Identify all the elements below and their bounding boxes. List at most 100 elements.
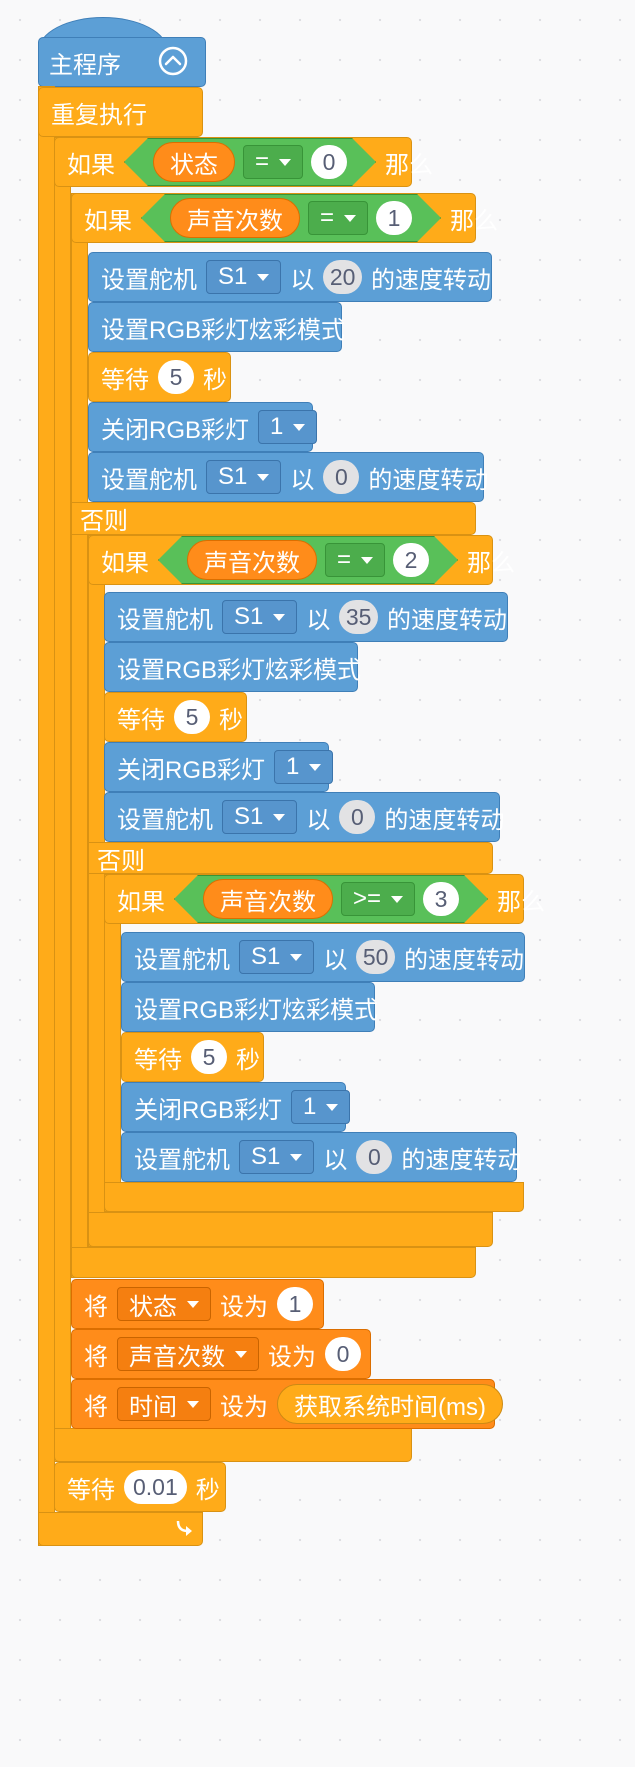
chevron-down-icon	[361, 557, 373, 564]
servo-dropdown[interactable]: S1	[239, 940, 315, 974]
set-var-time[interactable]: 将 时间 设为 获取系统时间(ms)	[71, 1379, 503, 1429]
speed-value[interactable]: 50	[356, 940, 395, 974]
if4-value[interactable]: 3	[423, 882, 459, 916]
b3-stop-servo[interactable]: 设置舵机 S1 以 0 的速度转动	[121, 1132, 521, 1182]
chevron-down-icon	[257, 473, 270, 481]
b3-set-servo[interactable]: 设置舵机 S1 以 50 的速度转动	[121, 932, 525, 982]
forever-block[interactable]: 重复执行	[38, 87, 203, 137]
if3-else-arm: 否则	[88, 842, 493, 875]
if3-block[interactable]: 如果 声音次数 = 2 那么	[88, 535, 515, 585]
forever-left-bar	[38, 86, 55, 1546]
rgb-index-dropdown[interactable]: 1	[258, 410, 318, 444]
chevron-down-icon	[187, 1300, 199, 1308]
collapse-icon[interactable]	[158, 46, 188, 76]
if1-left-bar	[54, 137, 71, 1462]
if3-condition[interactable]: 声音次数 = 2	[158, 536, 458, 584]
speed-value[interactable]: 35	[339, 600, 378, 634]
servo-dropdown[interactable]: S1	[239, 1140, 315, 1174]
main-program-label: 主程序	[49, 51, 121, 79]
if1-if-label: 如果	[67, 151, 115, 179]
chevron-down-icon	[187, 1400, 199, 1408]
chevron-down-icon	[391, 896, 403, 903]
if3-bottom-arm	[88, 1212, 493, 1247]
speed-value[interactable]: 0	[323, 460, 360, 494]
get-system-time-reporter[interactable]: 获取系统时间(ms)	[277, 1384, 503, 1424]
chevron-down-icon	[344, 215, 356, 222]
if2-condition[interactable]: 声音次数 = 1	[141, 194, 441, 242]
b2-close-rgb[interactable]: 关闭RGB彩灯 1	[104, 742, 334, 792]
wait-value[interactable]: 5	[174, 700, 210, 734]
chevron-down-icon	[293, 423, 306, 431]
wait-value[interactable]: 5	[158, 360, 194, 394]
if2-block[interactable]: 如果 声音次数 = 1 那么	[71, 193, 498, 243]
rgb-index-dropdown[interactable]: 1	[291, 1090, 351, 1124]
if1-block[interactable]: 如果 状态 = 0 那么	[54, 137, 433, 187]
if2-value[interactable]: 1	[376, 201, 412, 235]
servo-dropdown[interactable]: S1	[222, 800, 298, 834]
speed-value[interactable]: 0	[339, 800, 376, 834]
if3-operator-dropdown[interactable]: =	[325, 543, 385, 577]
set-value[interactable]: 1	[277, 1287, 313, 1321]
variable-dropdown[interactable]: 声音次数	[117, 1337, 259, 1371]
if1-bottom-arm	[54, 1428, 412, 1462]
if3-left-bar	[88, 535, 105, 1247]
if2-else-label: 否则	[80, 508, 128, 535]
if2-variable[interactable]: 声音次数	[170, 198, 300, 238]
b3-wait[interactable]: 等待 5 秒	[121, 1032, 264, 1082]
final-wait[interactable]: 等待 0.01 秒	[54, 1462, 226, 1512]
if4-then-label: 那么	[497, 888, 546, 916]
if1-variable[interactable]: 状态	[153, 142, 235, 182]
if1-condition[interactable]: 状态 = 0	[124, 138, 376, 186]
rgb-index-dropdown[interactable]: 1	[274, 750, 334, 784]
chevron-down-icon	[273, 613, 286, 621]
b1-set-servo[interactable]: 设置舵机 S1 以 20 的速度转动	[88, 252, 492, 302]
b3-rgb-colorful[interactable]: 设置RGB彩灯炫彩模式	[121, 982, 378, 1032]
b2-rgb-colorful[interactable]: 设置RGB彩灯炫彩模式	[104, 642, 361, 692]
servo-dropdown[interactable]: S1	[206, 460, 282, 494]
set-var-sound-count[interactable]: 将 声音次数 设为 0	[71, 1329, 371, 1379]
if2-if-label: 如果	[84, 207, 132, 235]
servo-dropdown[interactable]: S1	[206, 260, 282, 294]
variable-dropdown[interactable]: 时间	[117, 1387, 211, 1421]
speed-value[interactable]: 0	[356, 1140, 393, 1174]
if4-block[interactable]: 如果 声音次数 >= 3 那么	[104, 874, 545, 924]
if4-left-bar	[104, 874, 121, 1212]
b1-rgb-colorful[interactable]: 设置RGB彩灯炫彩模式	[88, 302, 345, 352]
if1-value[interactable]: 0	[311, 145, 347, 179]
set-var-state[interactable]: 将 状态 设为 1	[71, 1279, 324, 1329]
if2-bottom-arm	[71, 1247, 476, 1278]
if4-bottom-arm	[104, 1182, 524, 1212]
if3-variable[interactable]: 声音次数	[187, 540, 317, 580]
chevron-down-icon	[279, 159, 291, 166]
if1-then-label: 那么	[385, 151, 434, 179]
if3-then-label: 那么	[467, 549, 516, 577]
if2-operator-dropdown[interactable]: =	[308, 201, 368, 235]
if3-else-label: 否则	[97, 847, 145, 875]
b1-stop-servo[interactable]: 设置舵机 S1 以 0 的速度转动	[88, 452, 488, 502]
b3-close-rgb[interactable]: 关闭RGB彩灯 1	[121, 1082, 351, 1132]
variable-dropdown[interactable]: 状态	[117, 1287, 211, 1321]
if1-operator-dropdown[interactable]: =	[243, 145, 303, 179]
chevron-down-icon	[290, 953, 303, 961]
chevron-down-icon	[326, 1103, 339, 1111]
if2-else-arm: 否则	[71, 502, 476, 535]
wait-value[interactable]: 0.01	[124, 1470, 187, 1504]
if4-condition[interactable]: 声音次数 >= 3	[174, 875, 488, 923]
b2-set-servo[interactable]: 设置舵机 S1 以 35 的速度转动	[104, 592, 508, 642]
b1-close-rgb[interactable]: 关闭RGB彩灯 1	[88, 402, 318, 452]
if4-if-label: 如果	[117, 888, 165, 916]
set-servo-label: 设置舵机	[101, 266, 197, 294]
wait-value[interactable]: 5	[191, 1040, 227, 1074]
b1-wait[interactable]: 等待 5 秒	[88, 352, 231, 402]
if3-value[interactable]: 2	[393, 543, 429, 577]
if4-variable[interactable]: 声音次数	[203, 879, 333, 919]
loop-arrow-icon	[176, 1520, 192, 1536]
chevron-down-icon	[309, 763, 322, 771]
speed-value[interactable]: 20	[323, 260, 362, 294]
chevron-down-icon	[235, 1350, 247, 1358]
b2-wait[interactable]: 等待 5 秒	[104, 692, 247, 742]
b2-stop-servo[interactable]: 设置舵机 S1 以 0 的速度转动	[104, 792, 504, 842]
servo-dropdown[interactable]: S1	[222, 600, 298, 634]
set-value[interactable]: 0	[325, 1337, 361, 1371]
if4-operator-dropdown[interactable]: >=	[341, 882, 415, 916]
